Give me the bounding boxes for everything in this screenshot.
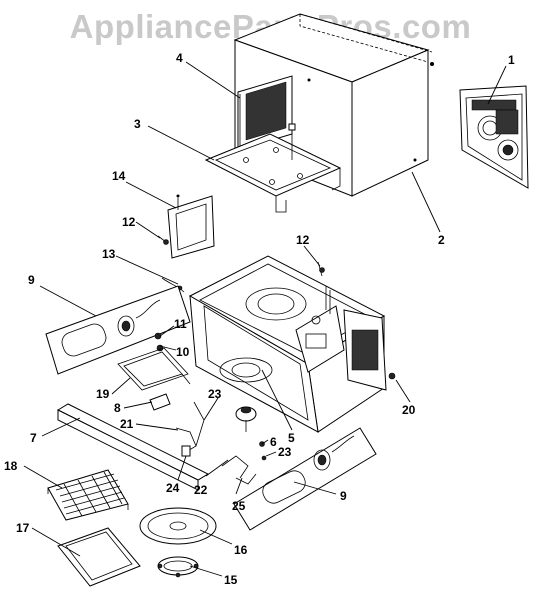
callout-9-right: 9 bbox=[340, 489, 347, 503]
callout-23-upper: 23 bbox=[208, 387, 222, 401]
heater-panel-left-part bbox=[45, 285, 191, 375]
callout-23-lower: 23 bbox=[278, 445, 292, 459]
base-plate-part bbox=[204, 123, 342, 213]
callout-25: 25 bbox=[232, 499, 246, 513]
bracket-part bbox=[167, 194, 215, 259]
vent-grille-part bbox=[237, 75, 293, 151]
screw-part bbox=[157, 235, 169, 245]
callout-1: 1 bbox=[508, 53, 515, 67]
heater-panel-right-part bbox=[233, 427, 377, 531]
callout-8: 8 bbox=[114, 401, 121, 415]
glass-turntable-part bbox=[139, 507, 217, 545]
baking-tray-part bbox=[57, 527, 141, 587]
wire-rack-part bbox=[47, 469, 129, 521]
callout-18: 18 bbox=[4, 459, 18, 473]
callout-16: 16 bbox=[234, 543, 248, 557]
callout-3: 3 bbox=[134, 117, 141, 131]
callout-17: 17 bbox=[16, 521, 30, 535]
callout-19: 19 bbox=[96, 387, 110, 401]
latch-arm-part bbox=[175, 401, 205, 457]
latch-arm-part bbox=[221, 455, 257, 485]
callout-11: 11 bbox=[174, 317, 187, 331]
callout-2: 2 bbox=[438, 233, 445, 247]
callout-22: 22 bbox=[194, 483, 208, 497]
clip-part bbox=[154, 332, 162, 340]
callout-14: 14 bbox=[112, 169, 126, 183]
cavity-chassis-part bbox=[188, 255, 386, 433]
leader-lines bbox=[23, 61, 507, 577]
callout-5: 5 bbox=[288, 431, 295, 445]
callout-10: 10 bbox=[176, 345, 190, 359]
roller-ring-part bbox=[157, 556, 199, 578]
small-bracket-part bbox=[149, 393, 171, 411]
callout-7: 7 bbox=[30, 431, 37, 445]
callout-4: 4 bbox=[176, 51, 183, 65]
callout-24: 24 bbox=[166, 481, 180, 495]
callout-20: 20 bbox=[402, 403, 416, 417]
heater-element-part bbox=[117, 347, 191, 391]
wire-part bbox=[161, 277, 185, 293]
callout-6: 6 bbox=[270, 435, 277, 449]
callout-12-center: 12 bbox=[296, 233, 310, 247]
turntable-motor-part bbox=[235, 406, 257, 432]
back-panel-part bbox=[459, 85, 529, 189]
callout-21: 21 bbox=[120, 417, 134, 431]
side-control-panel-part bbox=[343, 309, 396, 391]
callout-12-left: 12 bbox=[122, 215, 136, 229]
callout-15: 15 bbox=[224, 573, 238, 587]
callout-13: 13 bbox=[102, 247, 116, 261]
callout-labels: 1 2 3 4 5 6 7 8 9 9 10 11 12 12 13 14 15… bbox=[4, 51, 515, 587]
callout-9-left: 9 bbox=[28, 273, 35, 287]
